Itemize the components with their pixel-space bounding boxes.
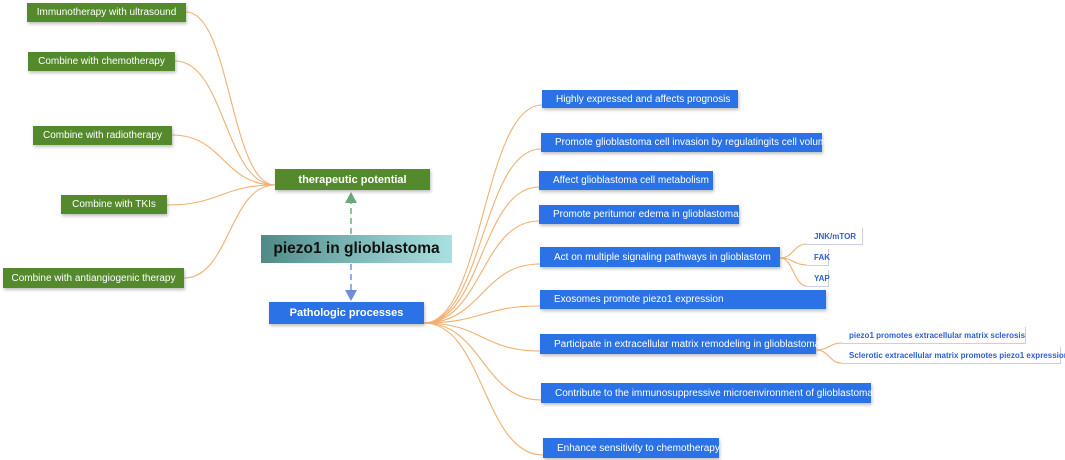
matrix-leaf-sclerosis[interactable]: piezo1 promotes extracellular matrix scl… (842, 327, 1026, 344)
connector-pathology-0 (423, 104, 543, 324)
therapeutic-potential-node[interactable]: therapeutic potential (275, 169, 430, 190)
root-node[interactable]: piezo1 in glioblastoma (261, 235, 452, 263)
connector-therapy-3 (166, 184, 276, 206)
therapy-item-tkis[interactable]: Combine with TKIs (61, 195, 167, 214)
pathology-item-matrix[interactable]: Participate in extracellular matrix remo… (540, 334, 820, 354)
matrix-leaf-sclerotic-matrix[interactable]: Sclerotic extracellular matrix promotes … (842, 347, 1065, 364)
connector-therapy-4 (183, 184, 276, 279)
pathology-item-prognosis[interactable]: Highly expressed and affects prognosis (542, 90, 738, 108)
pathology-item-signaling[interactable]: Act on multiple signaling pathways in gl… (540, 247, 780, 267)
pathway-leaf-fak[interactable]: FAK (807, 249, 830, 266)
pathology-item-immunosuppressive[interactable]: Contribute to the immunosuppressive micr… (541, 383, 873, 403)
connector-therapy-1 (174, 60, 276, 186)
therapy-item-antiangiogenic[interactable]: Combine with antiangiogenic therapy (3, 268, 184, 288)
connector-pathology-4 (423, 263, 541, 324)
pathology-item-edema[interactable]: Promote peritumor edema in glioblastoma (539, 205, 739, 224)
therapy-item-radiotherapy[interactable]: Combine with radiotherapy (33, 126, 172, 145)
pathology-item-invasion[interactable]: Promote glioblastoma cell invasion by re… (541, 133, 832, 152)
connector-pathology-8 (423, 322, 544, 456)
connector-therapy-2 (171, 134, 276, 186)
connector-therapy-0 (185, 11, 276, 186)
connector-pathology-5 (423, 305, 541, 324)
arrowhead-pathologic (345, 290, 357, 301)
pathology-item-metabolism[interactable]: Affect glioblastoma cell metabolism (539, 171, 713, 190)
connector-pathology-1 (423, 148, 542, 324)
arrowhead-therapeutic (345, 192, 357, 203)
connector-pathway-0 (779, 243, 808, 259)
pathologic-processes-node[interactable]: Pathologic processes (269, 302, 424, 324)
connector-pathology-6 (423, 322, 541, 352)
therapy-item-chemotherapy[interactable]: Combine with chemotherapy (28, 52, 175, 71)
connector-pathway-2 (779, 257, 808, 287)
pathway-leaf-yap[interactable]: YAP (807, 270, 830, 287)
connector-matrix-1 (815, 349, 843, 364)
therapy-item-ultrasound[interactable]: Immunotherapy with ultrasound (27, 3, 186, 22)
connector-pathology-7 (423, 322, 542, 401)
connector-pathology-2 (423, 186, 540, 324)
pathology-item-exosomes[interactable]: Exosomes promote piezo1 expression (540, 290, 826, 309)
connector-pathology-3 (423, 220, 540, 324)
pathway-leaf-jnk-mtor[interactable]: JNK/mTOR (807, 228, 863, 245)
pathology-item-chemosensitivity[interactable]: Enhance sensitivity to chemotherapy (543, 438, 720, 458)
